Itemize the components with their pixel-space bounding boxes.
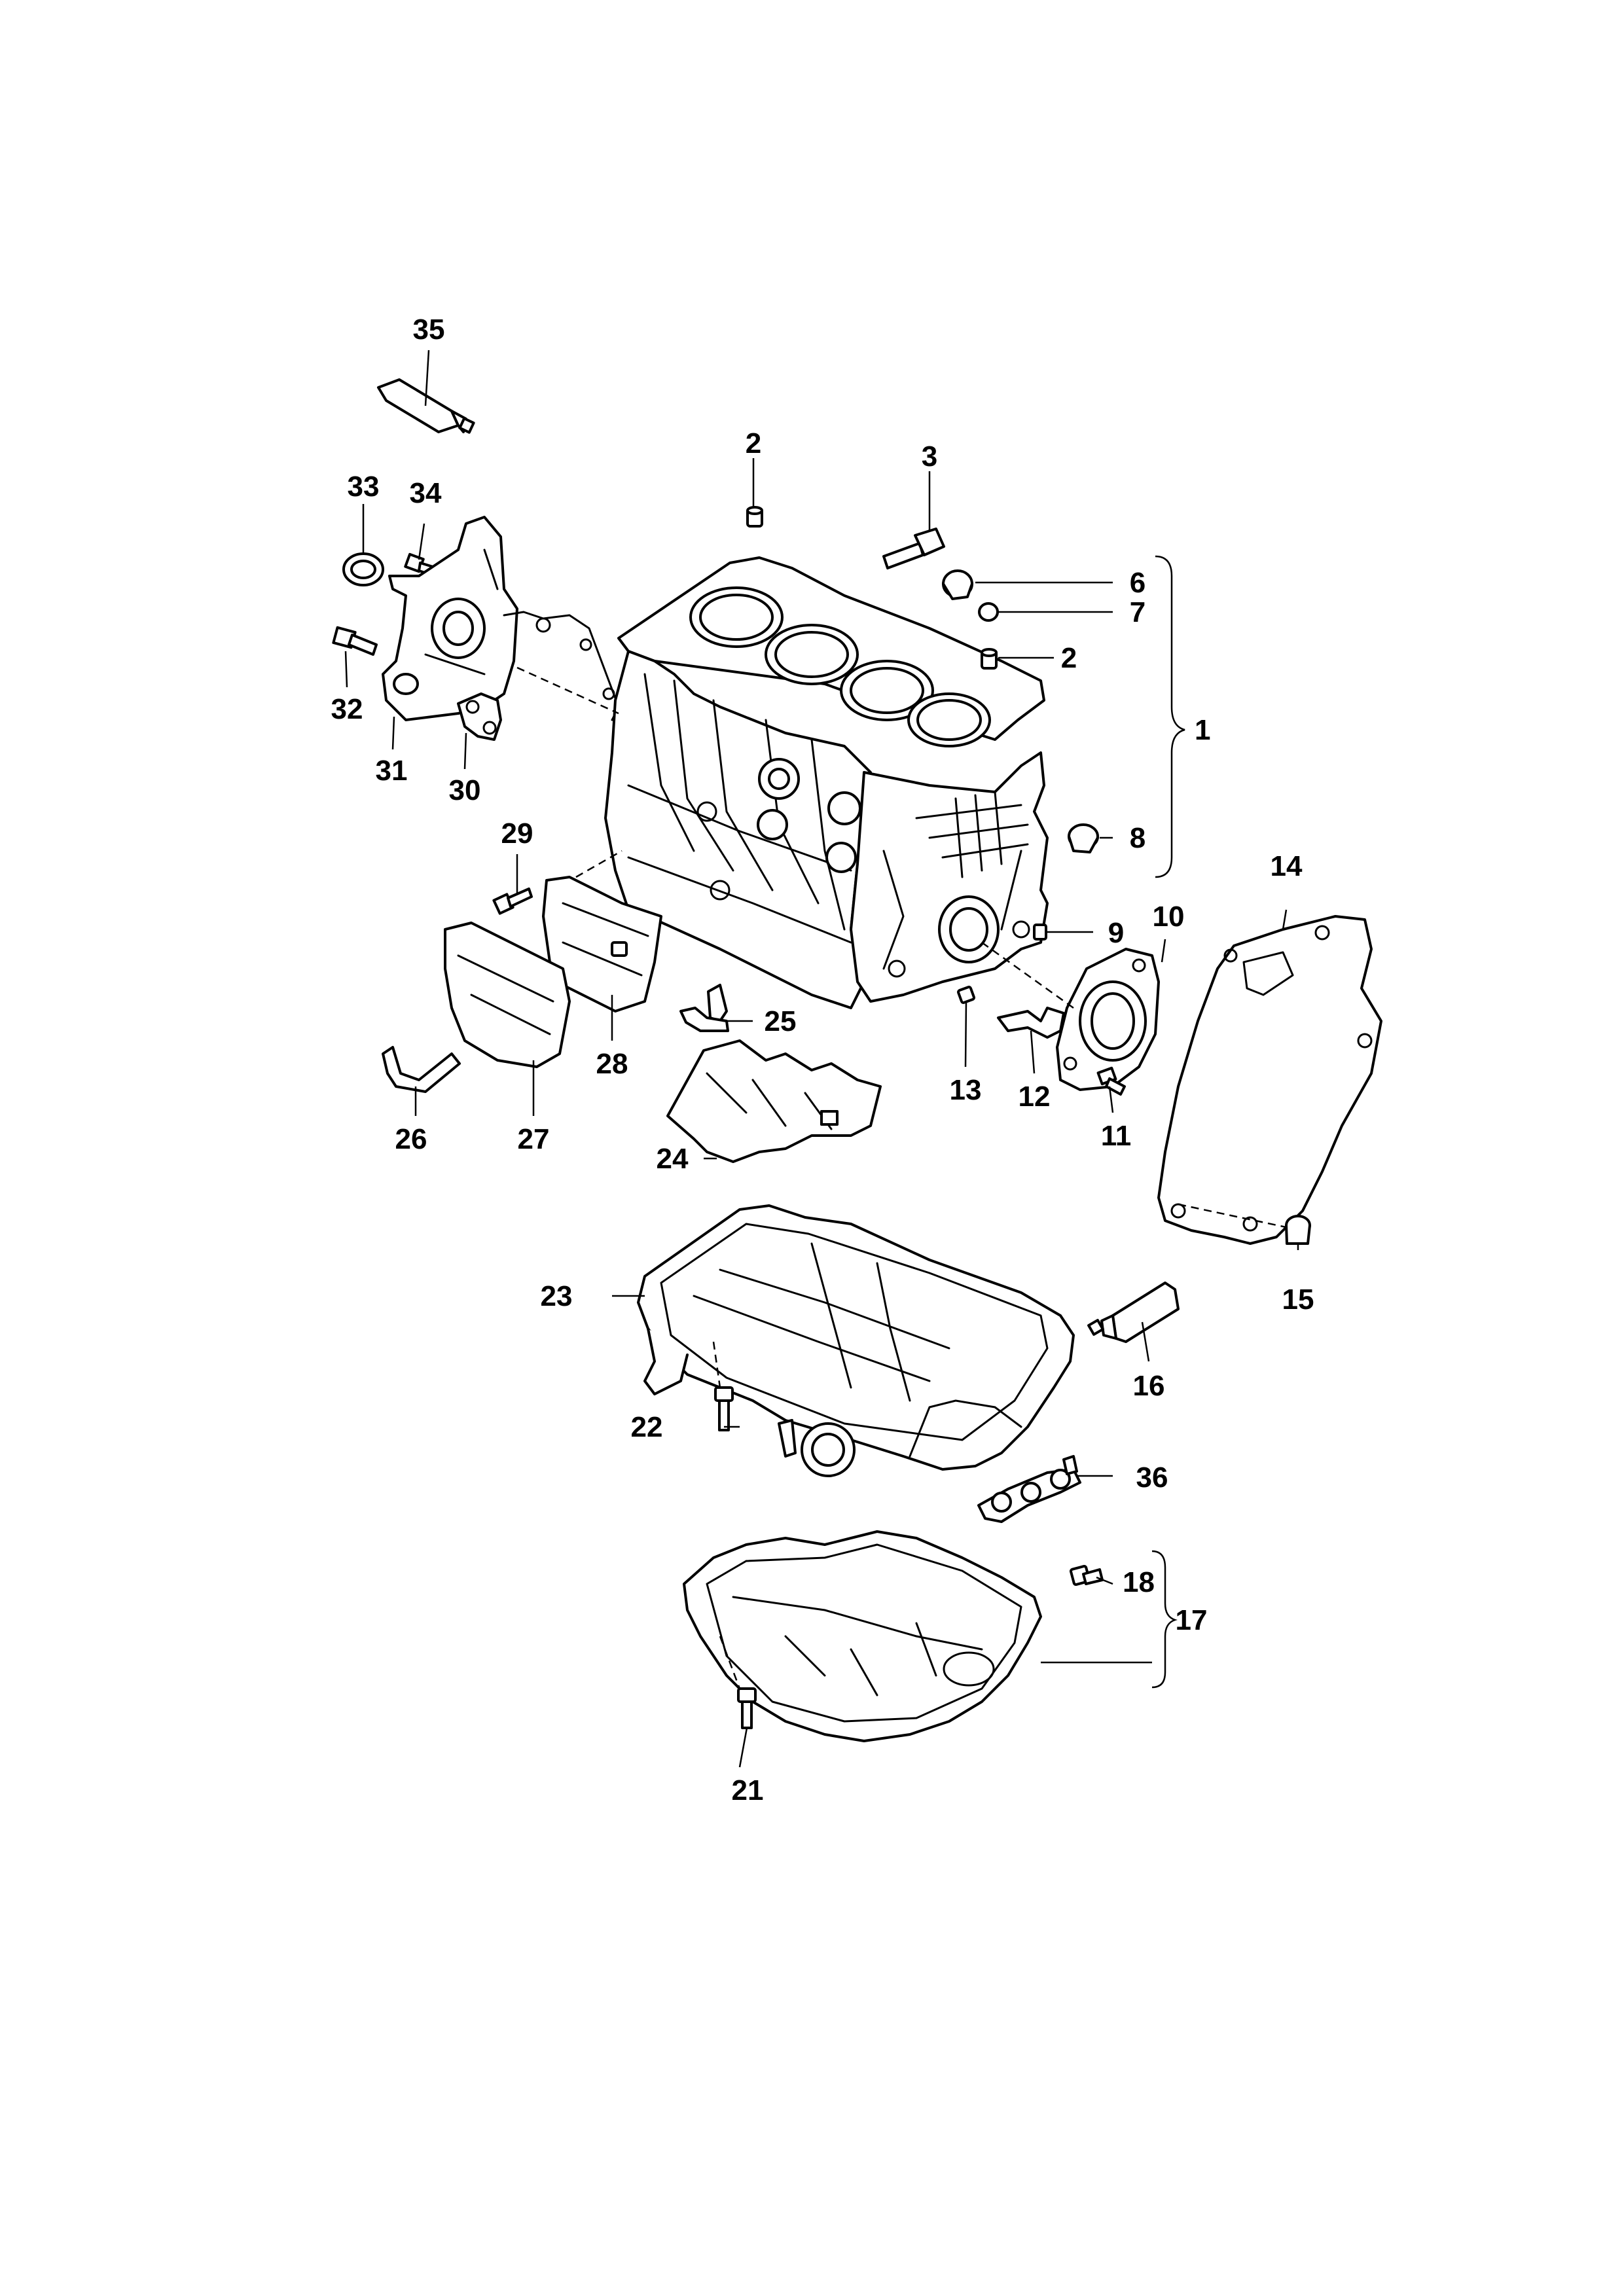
part-7-plug — [978, 602, 999, 622]
part-11-bolt — [1096, 1066, 1126, 1096]
part-26-hose — [382, 1046, 461, 1093]
callouts: 35 33 34 32 31 30 2 3 6 7 2 1 8 14 29 10… — [331, 314, 1314, 1806]
callout-18: 18 — [1123, 1566, 1155, 1598]
part-31-front-cover — [382, 516, 518, 721]
part-15-bushing — [1285, 1215, 1311, 1245]
part-12-sensor — [997, 1007, 1065, 1039]
callout-9: 9 — [1108, 917, 1124, 949]
callout-26: 26 — [395, 1123, 427, 1155]
callout-28: 28 — [596, 1048, 628, 1080]
callout-29: 29 — [501, 817, 533, 850]
callout-15: 15 — [1282, 1283, 1314, 1316]
callout-13: 13 — [950, 1074, 982, 1106]
part-3-bolt — [882, 528, 945, 569]
part-10-seal-flange — [1056, 948, 1160, 1091]
part-16-sealant-tube — [1087, 1282, 1180, 1343]
callout-1: 1 — [1195, 714, 1210, 746]
part-21-bolt — [737, 1687, 757, 1729]
callout-23: 23 — [541, 1280, 573, 1312]
callout-17: 17 — [1176, 1604, 1208, 1636]
part-29-bolt — [492, 888, 533, 915]
part-28-oil-separator — [542, 876, 662, 1013]
part-18-drain-plug — [1069, 1564, 1104, 1587]
part-31-gasket — [503, 611, 620, 721]
part-33-o-ring — [342, 552, 384, 586]
part-23-upper-oil-pan — [637, 1204, 1075, 1477]
callout-22: 22 — [631, 1411, 663, 1443]
part-13-dowel — [957, 986, 975, 1004]
part-8-plug — [1068, 823, 1099, 853]
part-17-lower-oil-pan — [683, 1530, 1042, 1742]
callout-2-right: 2 — [1061, 642, 1077, 674]
part-35-sealant-tube — [377, 378, 475, 434]
assembly-dashed-lines — [516, 666, 1287, 1689]
part-25-oil-jet — [679, 984, 729, 1032]
callout-3: 3 — [922, 440, 937, 473]
callout-31: 31 — [376, 755, 408, 787]
callout-36: 36 — [1136, 1462, 1168, 1494]
part-6-plug — [942, 569, 973, 600]
callout-2-top: 2 — [746, 427, 761, 459]
callout-16: 16 — [1133, 1370, 1165, 1402]
part-27-cover — [444, 922, 571, 1068]
callout-7: 7 — [1130, 596, 1146, 628]
part-9-dowel — [1033, 924, 1047, 941]
part-22-bolt — [714, 1386, 734, 1431]
callout-35: 35 — [413, 314, 445, 346]
callout-34: 34 — [410, 477, 442, 509]
callout-27: 27 — [518, 1123, 550, 1155]
callout-32: 32 — [331, 693, 363, 725]
part-32-bolt — [332, 626, 378, 656]
callout-8: 8 — [1130, 822, 1146, 854]
leader-lines — [344, 350, 1299, 1768]
part-2-dowel-top — [746, 506, 763, 528]
callout-25: 25 — [765, 1005, 797, 1037]
part-24-windage-tray — [666, 1039, 882, 1163]
part-14-intermediate-plate — [1157, 915, 1382, 1245]
callout-33: 33 — [348, 471, 380, 503]
part-30-gasket — [457, 692, 502, 741]
callout-30: 30 — [449, 774, 481, 806]
part-36-sensor-harness — [977, 1455, 1081, 1523]
part-1-cylinder-block — [604, 556, 1049, 1009]
callout-21: 21 — [732, 1774, 764, 1806]
group-bracket-1 — [1155, 555, 1185, 878]
callout-14: 14 — [1271, 850, 1303, 882]
callout-11: 11 — [1101, 1120, 1132, 1152]
callout-12: 12 — [1019, 1081, 1051, 1113]
callout-6: 6 — [1130, 567, 1146, 599]
part-2-dowel-right — [981, 648, 998, 670]
callout-24: 24 — [657, 1143, 689, 1175]
callout-10: 10 — [1153, 901, 1185, 933]
group-bracket-17 — [1151, 1550, 1178, 1689]
